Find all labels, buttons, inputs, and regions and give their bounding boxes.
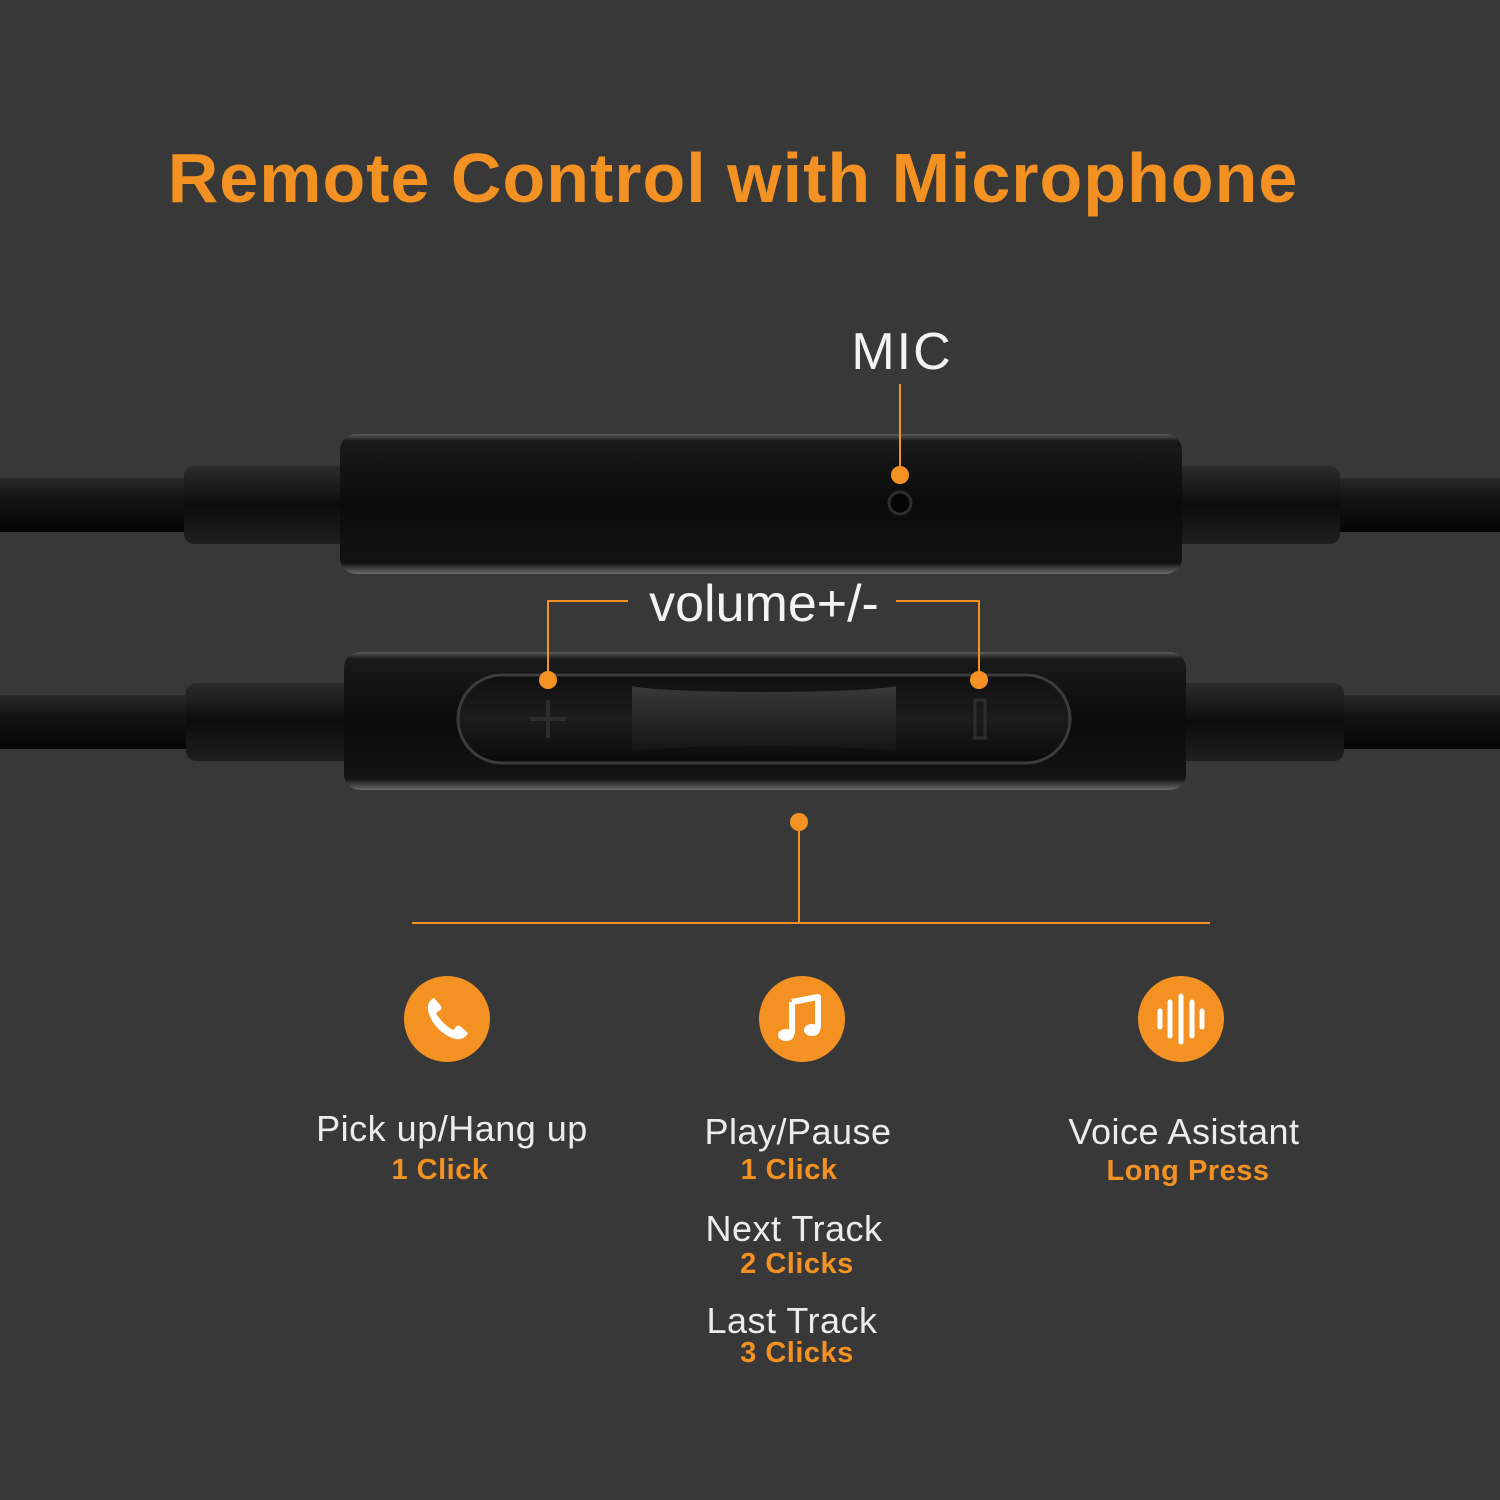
volume-minus-icon[interactable] <box>973 698 987 740</box>
function-label-next: Next Track <box>705 1208 883 1249</box>
volume-plus-icon[interactable] <box>530 700 566 738</box>
mic-label: MIC <box>851 323 953 381</box>
cable-left-lower <box>0 695 200 749</box>
strain-relief-left <box>184 466 354 544</box>
strain-relief-left-lower <box>186 683 358 761</box>
mic-hole <box>887 490 913 516</box>
function-label-voice: Voice Asistant <box>1068 1111 1300 1152</box>
mic-remote <box>0 434 1500 574</box>
cable-right-lower <box>1320 695 1500 749</box>
function-action-next: 2 Clicks <box>740 1248 854 1280</box>
function-action-last: 3 Clicks <box>740 1337 854 1369</box>
callout-dots <box>539 466 988 831</box>
cable-right <box>1320 478 1500 532</box>
function-label-play: Play/Pause <box>704 1111 892 1152</box>
strain-relief-right <box>1170 466 1340 544</box>
center-button[interactable] <box>632 686 896 752</box>
sound-wave-icon <box>1138 976 1224 1062</box>
remote-body-upper <box>340 434 1182 574</box>
function-action-play: 1 Click <box>740 1154 838 1186</box>
function-action-pickup: 1 Click <box>391 1154 489 1186</box>
function-label-pickup: Pick up/Hang up <box>316 1108 588 1149</box>
callout-lines <box>412 384 1210 924</box>
strain-relief-right-lower <box>1172 683 1344 761</box>
cable-left <box>0 478 200 532</box>
button-remote <box>0 652 1500 790</box>
volume-label: volume+/- <box>649 575 879 633</box>
function-label-last: Last Track <box>706 1300 878 1341</box>
music-note-icon <box>759 976 845 1062</box>
function-action-voice: Long Press <box>1106 1155 1270 1187</box>
page-title: Remote Control with Microphone <box>167 139 1299 217</box>
phone-icon <box>404 976 490 1062</box>
